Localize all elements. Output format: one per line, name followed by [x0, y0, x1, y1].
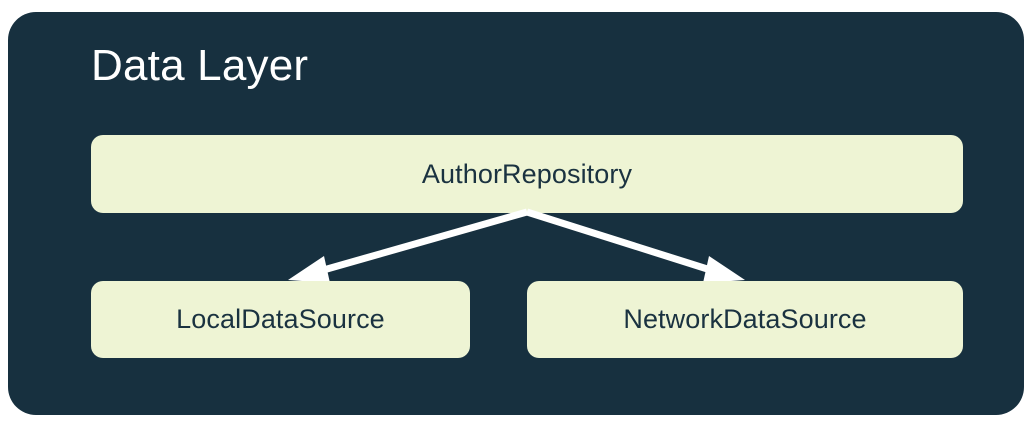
node-local-data-source[interactable]: LocalDataSource — [91, 281, 470, 358]
node-author-repository-label: AuthorRepository — [421, 158, 633, 189]
node-author-repository[interactable]: AuthorRepository — [91, 135, 963, 213]
node-network-data-source[interactable]: NetworkDataSource — [527, 281, 963, 358]
node-local-data-source-label: LocalDataSource — [176, 304, 385, 334]
panel-title: Data Layer — [91, 41, 309, 90]
node-network-data-source-label: NetworkDataSource — [623, 304, 867, 334]
